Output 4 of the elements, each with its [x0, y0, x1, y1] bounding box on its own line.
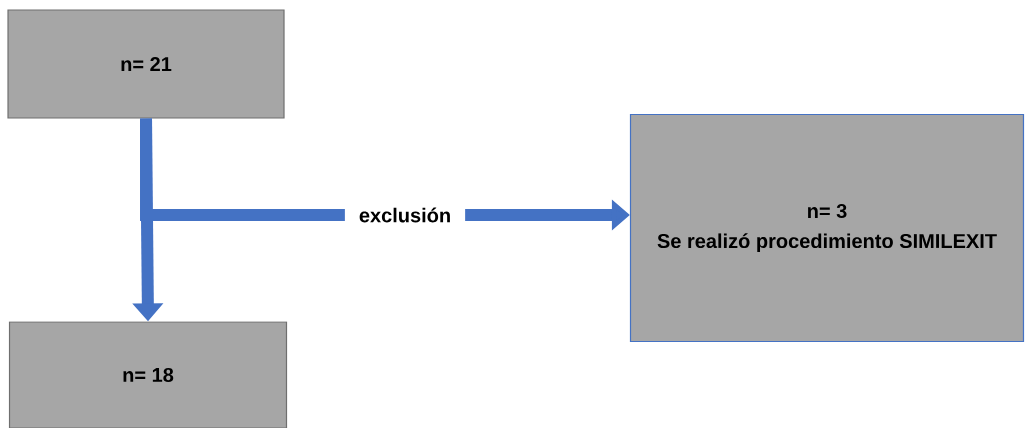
process-box: n= 3 Se realizó procedimiento SIMILEXIT — [629, 113, 1025, 343]
edge-label: exclusión — [344, 201, 466, 229]
process-box: n= 18 — [8, 321, 288, 428]
process-box: n= 21 — [7, 9, 285, 119]
